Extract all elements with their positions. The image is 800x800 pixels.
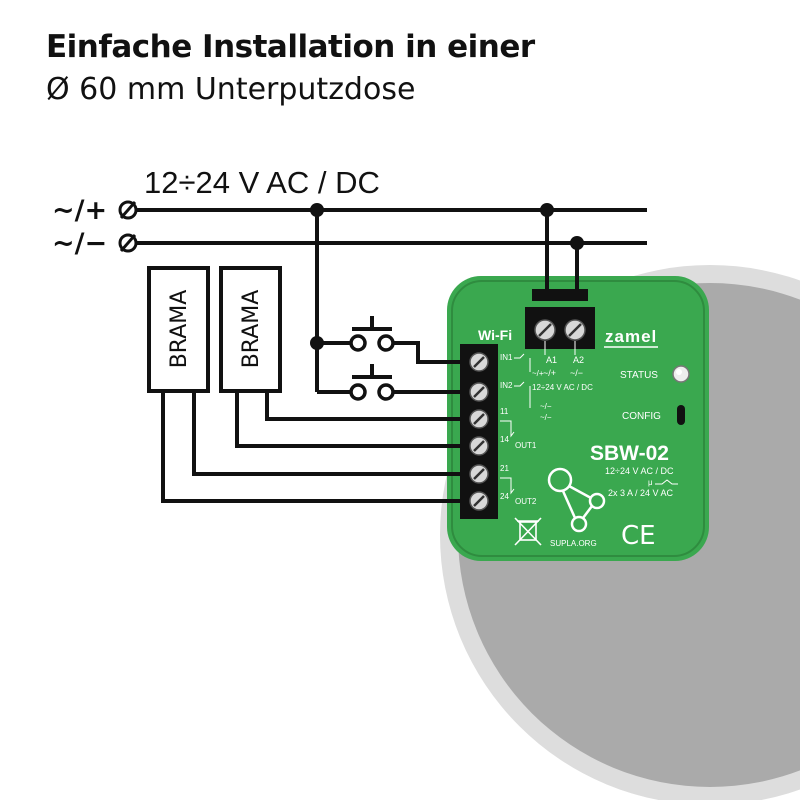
config-button[interactable] bbox=[677, 405, 685, 425]
screw-icon bbox=[469, 382, 489, 402]
inputs-polarity-bottom-2: ~/− bbox=[540, 413, 552, 422]
wire-btn1-to-in1 bbox=[393, 341, 466, 364]
spec-voltage: 12÷24 V AC / DC bbox=[605, 466, 674, 476]
gate-2-label: BRAMA bbox=[239, 290, 264, 369]
line-minus-terminal-icon bbox=[118, 233, 138, 253]
out2-label: OUT2 bbox=[515, 497, 537, 506]
ce-mark: CE bbox=[621, 521, 656, 551]
gate-1-box: BRAMA bbox=[147, 266, 210, 393]
line-minus-label: ~/− bbox=[52, 228, 107, 259]
screw-icon bbox=[469, 464, 489, 484]
brand-logo: zamel bbox=[605, 327, 657, 346]
contact-symbol-icon bbox=[655, 479, 678, 485]
screw-icon bbox=[469, 409, 489, 429]
supla-label: SUPLA.ORG bbox=[550, 539, 597, 548]
inputs-supply-label: 12÷24 V AC / DC bbox=[532, 383, 593, 392]
inputs-polarity-top: ~/+ bbox=[532, 369, 544, 378]
supla-logo-icon bbox=[547, 467, 606, 533]
a1-label: A1 bbox=[546, 355, 557, 365]
push-button-2-icon bbox=[349, 364, 395, 401]
wifi-label: Wi-Fi bbox=[478, 327, 512, 343]
heading: Einfache Installation in einer Ø 60 mm U… bbox=[46, 28, 535, 110]
io-terminal-block bbox=[460, 344, 498, 519]
supply-voltage-label: 12÷24 V AC / DC bbox=[144, 165, 380, 200]
wire-gate1-to-24 bbox=[161, 391, 466, 503]
wire-gate1-to-21 bbox=[192, 391, 466, 476]
gate-1-label: BRAMA bbox=[167, 290, 192, 369]
model-label: SBW-02 bbox=[590, 442, 669, 465]
input-symbols bbox=[514, 353, 531, 408]
terminal-21-label: 21 bbox=[500, 464, 509, 473]
page-title: Einfache Installation in einer bbox=[46, 29, 535, 65]
a1-polarity: ~/+ bbox=[543, 368, 556, 378]
power-terminal-top bbox=[532, 289, 588, 301]
io-screws bbox=[469, 352, 489, 511]
screw-icon bbox=[564, 319, 586, 341]
status-led-icon bbox=[672, 365, 690, 383]
relay-symbols bbox=[500, 420, 515, 495]
terminal-24-label: 24 bbox=[500, 492, 509, 501]
wire-gate2-to-11 bbox=[265, 391, 466, 421]
line-plus-label: ~/+ bbox=[52, 195, 107, 226]
screw-icon bbox=[469, 491, 489, 511]
a2-polarity: ~/− bbox=[570, 368, 583, 378]
a2-label: A2 bbox=[573, 355, 584, 365]
in1-label: IN1 bbox=[500, 353, 513, 362]
terminal-11-label: 11 bbox=[500, 407, 509, 416]
out1-label: OUT1 bbox=[515, 441, 537, 450]
spec-mu: μ bbox=[648, 478, 653, 487]
screw-icon bbox=[469, 436, 489, 456]
in2-label: IN2 bbox=[500, 381, 513, 390]
push-button-1-icon bbox=[349, 316, 395, 352]
screw-icon bbox=[534, 319, 556, 341]
inputs-polarity-bottom: ~/− bbox=[540, 402, 552, 411]
page-subtitle: Ø 60 mm Unterputzdose bbox=[46, 72, 416, 107]
wire-gate2-to-14 bbox=[235, 391, 466, 448]
gate-2-box: BRAMA bbox=[219, 266, 282, 393]
terminal-14-label: 14 bbox=[500, 435, 509, 444]
weee-bin-icon bbox=[514, 517, 542, 546]
screw-icon bbox=[469, 352, 489, 372]
status-label: STATUS bbox=[620, 370, 658, 381]
spec-rating: 2x 3 A / 24 V AC bbox=[608, 488, 674, 498]
line-plus-terminal-icon bbox=[118, 200, 138, 220]
config-label: CONFIG bbox=[622, 411, 661, 422]
